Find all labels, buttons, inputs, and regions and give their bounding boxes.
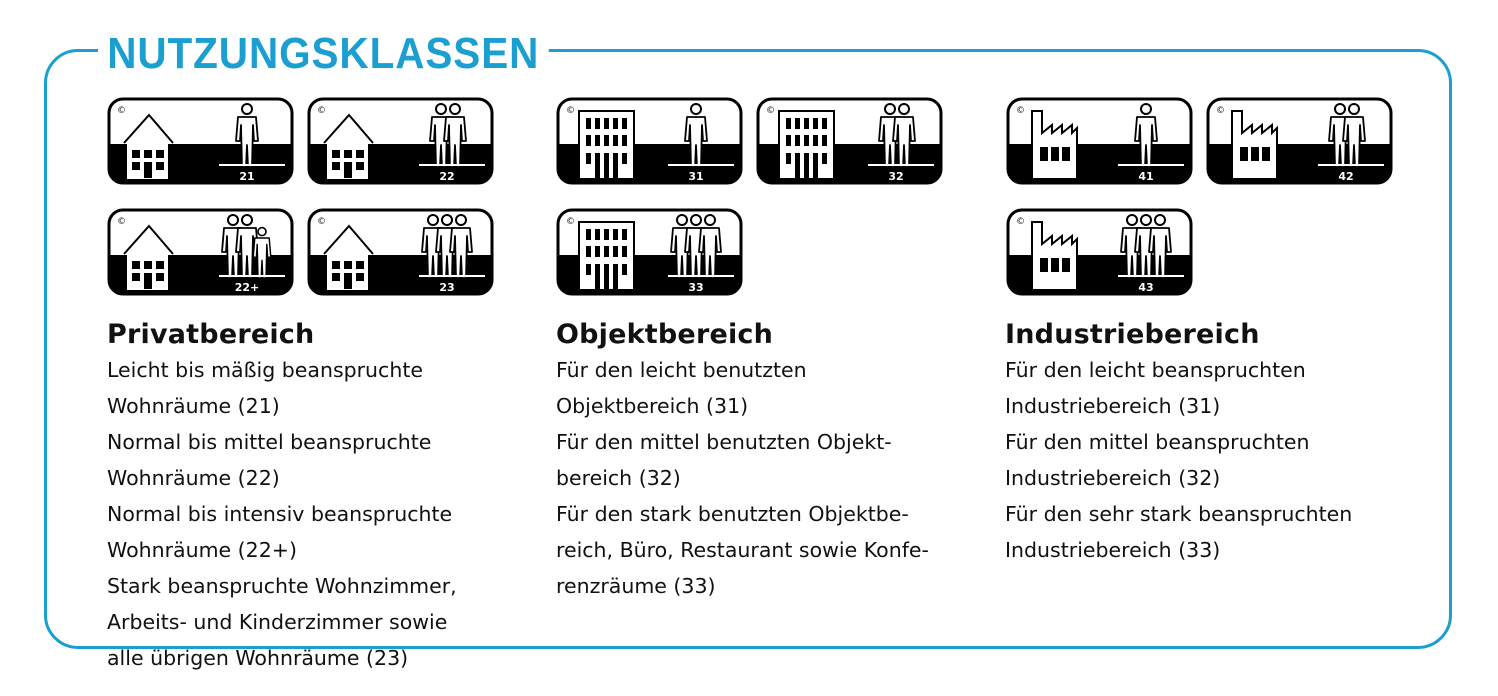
- usage-class-badge-41: © 41: [1006, 97, 1193, 185]
- description-line: reich, Büro, Restaurant sowie Konfe-: [556, 538, 929, 562]
- description-line: Normal bis mittel beanspruchte: [107, 430, 432, 454]
- office-building-icon: [778, 110, 835, 180]
- svg-text:42: 42: [1338, 170, 1353, 183]
- person-icon: [429, 103, 467, 168]
- usage-class-badge-22: © 22: [307, 97, 494, 185]
- usage-class-badge-33: © 33: [556, 208, 743, 296]
- description-line: alle übrigen Wohnräume (23): [107, 646, 409, 670]
- usage-class-badge-31: © 31: [556, 97, 743, 185]
- description-line: Wohnräume (22+): [107, 538, 297, 562]
- description-line: Objektbereich (31): [556, 394, 749, 418]
- section-heading: Objektbereich: [556, 319, 774, 350]
- svg-text:23: 23: [439, 281, 454, 294]
- usage-class-badge-23: © 23: [307, 208, 494, 296]
- copyright-icon: ©: [117, 217, 126, 227]
- usage-class-badge-32: © 32: [756, 97, 943, 185]
- copyright-icon: ©: [117, 106, 126, 116]
- description-line: Für den mittel beanspruchten: [1005, 430, 1310, 454]
- description-line: Für den leicht beanspruchten: [1005, 358, 1306, 382]
- description-line: bereich (32): [556, 466, 681, 490]
- page-title: NUTZUNGSKLASSEN: [98, 28, 549, 80]
- category-frame: [44, 49, 1452, 649]
- description-line: Für den stark benutzten Objektbe-: [556, 502, 909, 526]
- description-line: Industriebereich (31): [1005, 394, 1221, 418]
- factory-icon: [1031, 221, 1078, 291]
- svg-text:31: 31: [688, 170, 703, 183]
- svg-text:22: 22: [439, 170, 454, 183]
- section-objektbereich: Objektbereich Für den leicht benutzten O…: [556, 318, 929, 604]
- person-icon: [421, 214, 473, 279]
- house-icon: [123, 224, 174, 290]
- description-line: Wohnräume (21): [107, 394, 280, 418]
- description-line: Für den sehr stark beanspruchten: [1005, 502, 1353, 526]
- person-icon: [221, 214, 272, 279]
- description-line: Für den leicht benutzten: [556, 358, 807, 382]
- house-icon: [323, 224, 374, 290]
- person-icon: [235, 103, 259, 168]
- svg-text:41: 41: [1138, 170, 1153, 183]
- person-icon: [1134, 103, 1158, 168]
- description-line: Arbeits- und Kinderzimmer sowie: [107, 610, 448, 634]
- person-icon: [1120, 214, 1172, 279]
- house-icon: [323, 113, 374, 179]
- copyright-icon: ©: [1016, 106, 1025, 116]
- house-icon: [123, 113, 174, 179]
- description-line: Industriebereich (32): [1005, 466, 1221, 490]
- usage-class-badge-21: © 21: [107, 97, 294, 185]
- office-building-icon: [578, 110, 635, 180]
- description-line: Stark beanspruchte Wohnzimmer,: [107, 574, 457, 598]
- svg-text:21: 21: [239, 170, 254, 183]
- description-line: Normal bis intensiv beanspruchte: [107, 502, 453, 526]
- copyright-icon: ©: [1216, 106, 1225, 116]
- person-icon: [670, 214, 722, 279]
- copyright-icon: ©: [566, 217, 575, 227]
- section-heading: Industriebereich: [1005, 319, 1260, 350]
- usage-class-badge-43: © 43: [1006, 208, 1193, 296]
- copyright-icon: ©: [766, 106, 775, 116]
- section-heading: Privatbereich: [107, 319, 315, 350]
- factory-icon: [1031, 110, 1078, 180]
- person-icon: [1328, 103, 1366, 168]
- section-privatbereich: Privatbereich Leicht bis mäßig beanspruc…: [107, 318, 457, 676]
- copyright-icon: ©: [566, 106, 575, 116]
- svg-text:22+: 22+: [235, 281, 260, 294]
- svg-text:32: 32: [888, 170, 903, 183]
- usage-class-badge-22+: © 22+: [107, 208, 294, 296]
- copyright-icon: ©: [317, 106, 326, 116]
- factory-icon: [1231, 110, 1278, 180]
- svg-text:43: 43: [1138, 281, 1153, 294]
- copyright-icon: ©: [317, 217, 326, 227]
- description-line: Industriebereich (33): [1005, 538, 1221, 562]
- usage-class-badge-42: © 42: [1206, 97, 1393, 185]
- section-industriebereich: Industriebereich Für den leicht beanspru…: [1005, 318, 1352, 568]
- description-line: Leicht bis mäßig beanspruchte: [107, 358, 423, 382]
- person-icon: [684, 103, 708, 168]
- description-line: renzräume (33): [556, 574, 716, 598]
- person-icon: [878, 103, 916, 168]
- copyright-icon: ©: [1016, 217, 1025, 227]
- svg-text:33: 33: [688, 281, 703, 294]
- description-line: Für den mittel benutzten Objekt-: [556, 430, 892, 454]
- description-line: Wohnräume (22): [107, 466, 280, 490]
- office-building-icon: [578, 221, 635, 291]
